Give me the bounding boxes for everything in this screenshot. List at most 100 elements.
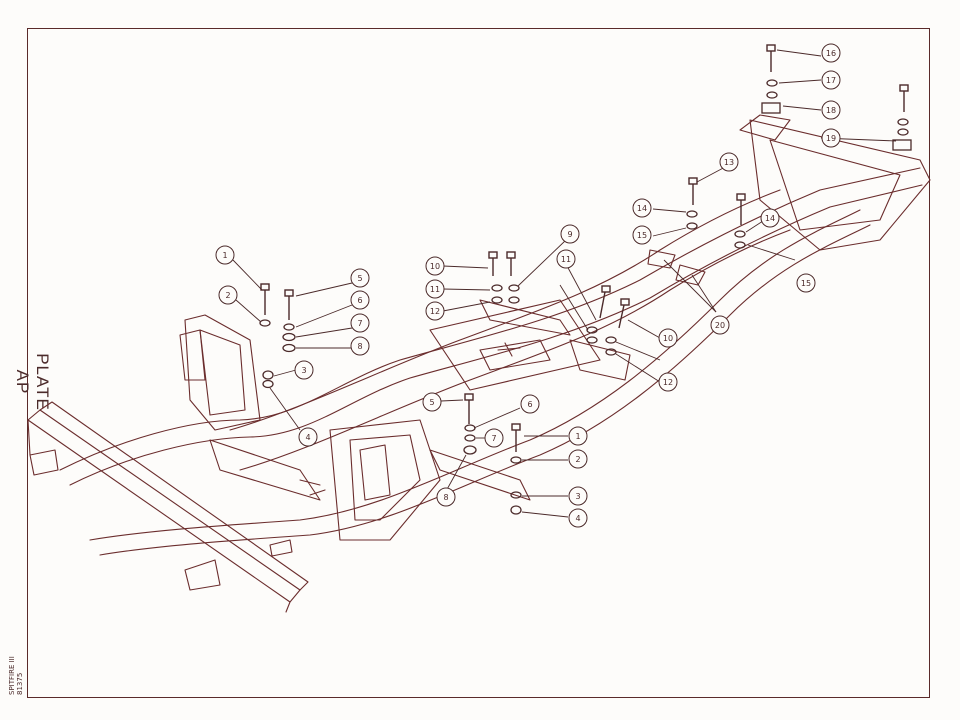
callout-number: 3 [575, 492, 580, 501]
callout-number: 6 [527, 400, 532, 409]
washer-icon [586, 326, 598, 334]
callout-number: 19 [826, 134, 836, 143]
plate-border [27, 28, 930, 698]
callout-11: 11 [556, 249, 576, 269]
callout-17: 17 [821, 70, 841, 90]
callout-number: 10 [430, 262, 440, 271]
left-main-rail [59, 167, 921, 471]
washer-icon [491, 296, 503, 304]
callout-7: 7 [484, 428, 504, 448]
washer-icon [897, 118, 909, 126]
callout-9: 9 [560, 224, 580, 244]
callout-20: 20 [710, 315, 730, 335]
callout-number: 7 [357, 319, 362, 328]
callout-number: 4 [575, 514, 580, 523]
callout-11: 11 [425, 279, 445, 299]
washer-icon [734, 230, 746, 238]
callout-4: 4 [568, 508, 588, 528]
rear-frame [749, 119, 931, 251]
mounting-plate-icon [892, 139, 912, 151]
callout-7: 7 [350, 313, 370, 333]
callout-number: 1 [222, 251, 227, 260]
callout-number: 4 [305, 433, 310, 442]
callout-12: 12 [658, 372, 678, 392]
callout-number: 2 [575, 455, 580, 464]
callout-2: 2 [218, 285, 238, 305]
washer-icon [508, 296, 520, 304]
washer-icon [508, 284, 520, 292]
washer-icon [766, 79, 778, 87]
bolt-icon [488, 251, 498, 276]
callout-number: 10 [663, 334, 673, 343]
callout-18: 18 [821, 100, 841, 120]
callout-number: 6 [357, 296, 362, 305]
callout-number: 18 [826, 106, 836, 115]
nut-icon [510, 505, 522, 515]
bolt-icon [260, 283, 270, 315]
bolt-icon [284, 289, 294, 320]
callout-number: 11 [430, 285, 440, 294]
washer-icon [605, 348, 617, 356]
backbone [229, 189, 781, 431]
callout-10: 10 [658, 328, 678, 348]
callout-19: 19 [821, 128, 841, 148]
nut-icon [262, 370, 274, 380]
callout-number: 1 [575, 432, 580, 441]
center-cross-brace [429, 299, 601, 391]
callout-14: 14 [760, 208, 780, 228]
mid-outrigger [479, 299, 571, 336]
callout-number: 9 [567, 230, 572, 239]
bolt-icon [464, 393, 474, 424]
callout-number: 8 [443, 493, 448, 502]
callout-number: 14 [637, 204, 647, 213]
front-crossmember [27, 409, 301, 603]
washer-icon [463, 445, 477, 455]
callout-number: 5 [357, 274, 362, 283]
callout-number: 15 [801, 279, 811, 288]
callout-3: 3 [294, 360, 314, 380]
callout-number: 17 [826, 76, 836, 85]
bolt-icon [766, 44, 776, 72]
mounting-plate-icon [761, 102, 781, 114]
washer-icon [464, 434, 476, 442]
washer-icon [734, 241, 746, 249]
callout-number: 12 [430, 307, 440, 316]
outrigger-right [429, 449, 531, 501]
callout-16: 16 [821, 43, 841, 63]
callout-number: 3 [301, 366, 306, 375]
callout-number: 7 [491, 434, 496, 443]
callout-1: 1 [215, 245, 235, 265]
bolt-icon [506, 251, 516, 276]
right-main-rail [89, 209, 861, 541]
washer-icon [283, 323, 295, 331]
washer-icon [259, 319, 271, 327]
front-turret-left [184, 314, 261, 431]
callout-6: 6 [520, 394, 540, 414]
washer-icon [464, 424, 476, 432]
callout-8: 8 [436, 487, 456, 507]
bolt-icon [736, 193, 746, 225]
bolt-icon [688, 177, 698, 205]
washer-icon [282, 343, 296, 353]
washer-icon [282, 332, 296, 342]
callout-number: 13 [724, 158, 734, 167]
nut-icon [262, 379, 274, 389]
callout-number: 11 [561, 255, 571, 264]
callout-number: 2 [225, 291, 230, 300]
outrigger-left [209, 439, 321, 501]
callout-3: 3 [568, 486, 588, 506]
callout-5: 5 [350, 268, 370, 288]
washer-icon [897, 128, 909, 136]
callout-15: 15 [796, 273, 816, 293]
callout-number: 12 [663, 378, 673, 387]
callout-number: 15 [637, 231, 647, 240]
callout-number: 16 [826, 49, 836, 58]
bolt-icon [899, 84, 909, 112]
callout-4: 4 [298, 427, 318, 447]
washer-icon [510, 456, 522, 464]
callout-12: 12 [425, 301, 445, 321]
washer-icon [510, 491, 522, 499]
washer-icon [605, 336, 617, 344]
